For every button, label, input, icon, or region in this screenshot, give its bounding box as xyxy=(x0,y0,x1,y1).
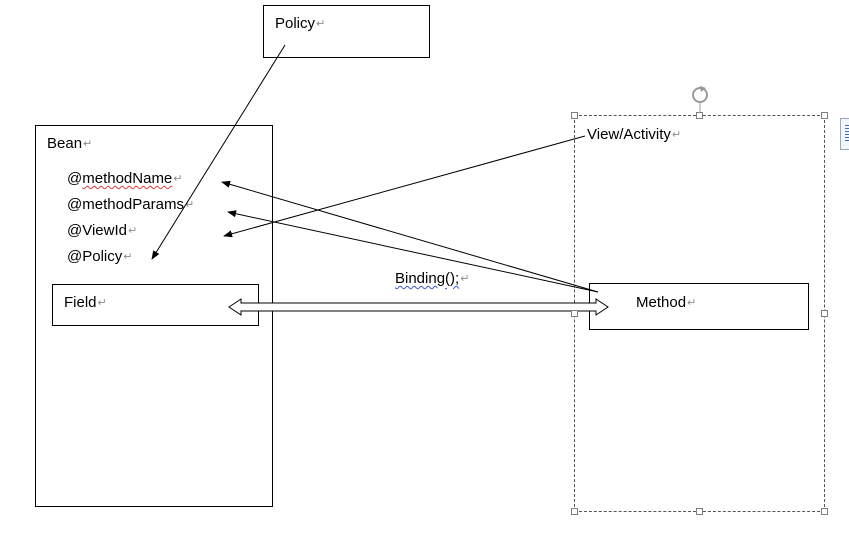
binding-label: Binding();↵ xyxy=(395,270,470,287)
annotation-method-name: @methodName↵ xyxy=(67,170,183,187)
policy-label: Policy↵ xyxy=(275,15,326,32)
rotate-handle-icon[interactable] xyxy=(692,86,708,113)
policy-to-policy-annotation-arrow xyxy=(151,44,286,260)
field-label: Field↵ xyxy=(64,294,107,311)
method-to-methodname-arrow xyxy=(221,180,599,293)
paragraph-mark-icon: ↵ xyxy=(671,129,682,141)
resize-handle-top-center[interactable] xyxy=(696,112,703,119)
annotation-view-id: @ViewId↵ xyxy=(67,222,138,239)
paragraph-mark-icon: ↵ xyxy=(460,273,470,285)
resize-handle-middle-left[interactable] xyxy=(571,310,578,317)
bean-label: Bean↵ xyxy=(47,135,93,152)
resize-handle-top-left[interactable] xyxy=(571,112,578,119)
annotation-method-params: @methodParams↵ xyxy=(67,196,195,213)
field-box[interactable]: Field↵ xyxy=(52,284,259,326)
paragraph-mark-icon: ↵ xyxy=(123,251,133,263)
annotation-policy: @Policy↵ xyxy=(67,248,133,265)
paragraph-mark-icon: ↵ xyxy=(173,173,183,185)
paragraph-mark-icon: ↵ xyxy=(687,297,697,309)
paragraph-mark-icon: ↵ xyxy=(97,297,107,309)
paragraph-mark-icon: ↵ xyxy=(83,138,93,150)
paragraph-mark-icon: ↵ xyxy=(184,199,195,211)
paragraph-mark-icon: ↵ xyxy=(127,225,138,237)
method-label: Method↵ xyxy=(636,294,697,311)
resize-handle-bottom-center[interactable] xyxy=(696,508,703,515)
method-to-methodparams-arrow xyxy=(227,210,599,293)
view-to-viewid-arrow xyxy=(223,135,586,238)
layout-options-icon[interactable] xyxy=(840,118,849,150)
binding-double-arrow xyxy=(228,298,609,316)
resize-handle-top-right[interactable] xyxy=(821,112,828,119)
resize-handle-bottom-left[interactable] xyxy=(571,508,578,515)
policy-box[interactable]: Policy↵ xyxy=(263,5,430,58)
method-box[interactable]: Method↵ xyxy=(589,283,809,330)
view-activity-label: View/Activity↵ xyxy=(587,126,682,143)
resize-handle-middle-right[interactable] xyxy=(821,310,828,317)
paragraph-mark-icon: ↵ xyxy=(316,18,326,30)
resize-handle-bottom-right[interactable] xyxy=(821,508,828,515)
